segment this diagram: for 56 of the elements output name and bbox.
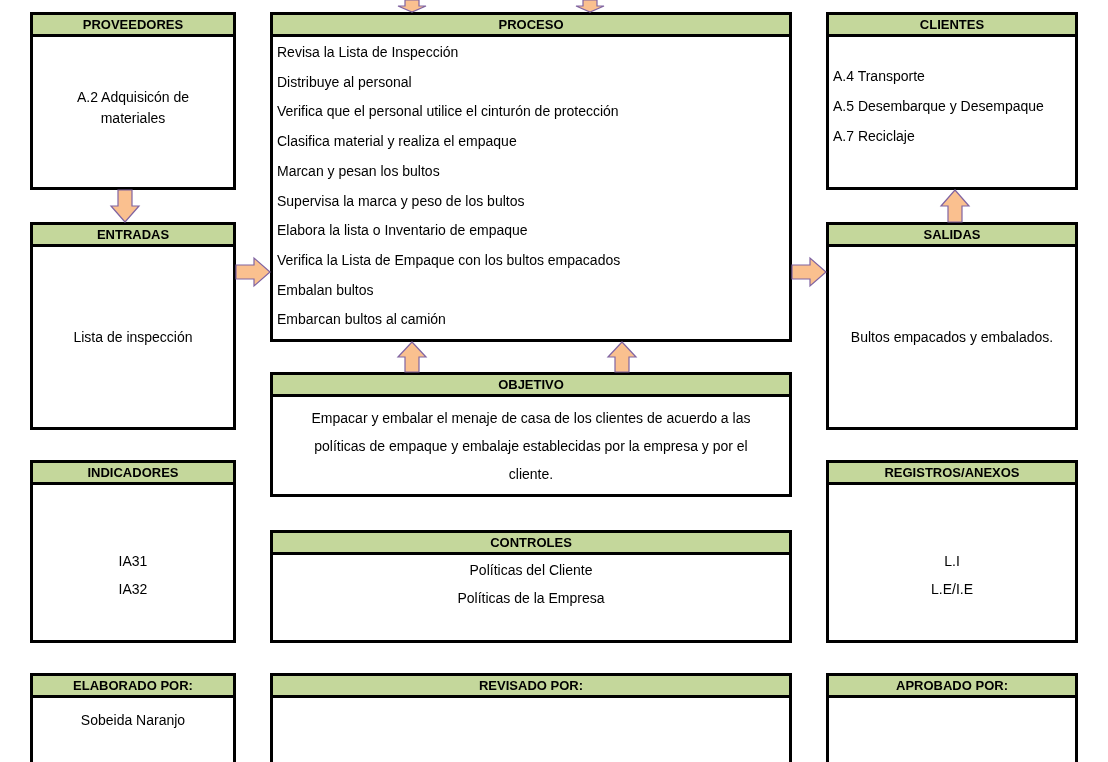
panel-box [270, 673, 792, 762]
panel-text: Verifica la Lista de Empaque con los bultos empacados [277, 250, 621, 270]
panel-text: IA31 [118, 551, 148, 571]
panel-text: Elabora la lista o Inventario de empaque [277, 221, 528, 241]
panel-box [270, 372, 792, 497]
panel-box [30, 673, 236, 762]
panel-text: Empacar y embalar el menaje de casa de los clientes de acuerdo a las políticas de empaque y embalaje establecidas por la empresa y por el cliente. [310, 408, 752, 484]
panel-text: A.4 Transporte [833, 67, 925, 86]
panel-text: A.7 Reciclaje [833, 127, 915, 146]
panel-text: A.2 Adquisicón de materiales [75, 88, 191, 128]
panel-header: APROBADO POR: [829, 676, 1075, 698]
panel-header: CONTROLES [273, 533, 789, 555]
panel-text: Lista de inspección [73, 327, 193, 347]
panel-text: Bultos empacados y embalados. [850, 327, 1054, 347]
block-arrow [109, 189, 141, 223]
panel-header: ENTRADAS [33, 225, 233, 247]
panel-header: REGISTROS/ANEXOS [829, 463, 1075, 485]
panel-box [30, 12, 236, 190]
panel-header: ELABORADO POR: [33, 676, 233, 698]
block-arrow [939, 189, 971, 223]
panel-header: PROCESO [273, 15, 789, 37]
panel-text: Supervisa la marca y peso de los bultos [277, 191, 525, 211]
panel-text: Políticas de la Empresa [457, 589, 605, 608]
panel-text: Embalan bultos [277, 280, 374, 300]
panel-text: Verifica que el personal utilice el cinturón de protección [277, 102, 619, 122]
panel-box [826, 222, 1078, 430]
panel-header: CLIENTES [829, 15, 1075, 37]
panel-text: Embarcan bultos al camión [277, 310, 446, 330]
panel-box [826, 12, 1078, 190]
panel-header: OBJETIVO [273, 375, 789, 397]
panel-text: Marcan y pesan los bultos [277, 161, 440, 181]
panel-text: Sobeida Naranjo [80, 711, 186, 730]
panel-header: SALIDAS [829, 225, 1075, 247]
block-arrow [397, 0, 427, 13]
panel-box [270, 530, 792, 643]
panel-text: A.5 Desembarque y Desempaque [833, 97, 1044, 116]
panel-header: PROVEEDORES [33, 15, 233, 37]
block-arrow [575, 0, 605, 13]
panel-text: IA32 [118, 579, 148, 599]
panel-text: Revisa la Lista de Inspección [277, 43, 459, 62]
panel-text: L.E/I.E [931, 579, 973, 599]
panel-box [30, 460, 236, 643]
block-arrow [235, 256, 271, 288]
block-arrow [791, 256, 827, 288]
panel-box [826, 460, 1078, 643]
panel-text: L.I [944, 551, 960, 571]
panel-box [30, 222, 236, 430]
panel-header: REVISADO POR: [273, 676, 789, 698]
panel-box [270, 12, 792, 342]
panel-box [826, 673, 1078, 762]
block-arrow [396, 341, 428, 373]
panel-text: Políticas del Cliente [469, 561, 593, 580]
block-arrow [606, 341, 638, 373]
panel-text: Clasifica material y realiza el empaque [277, 132, 517, 152]
panel-text: Distribuye al personal [277, 72, 412, 92]
panel-header: INDICADORES [33, 463, 233, 485]
